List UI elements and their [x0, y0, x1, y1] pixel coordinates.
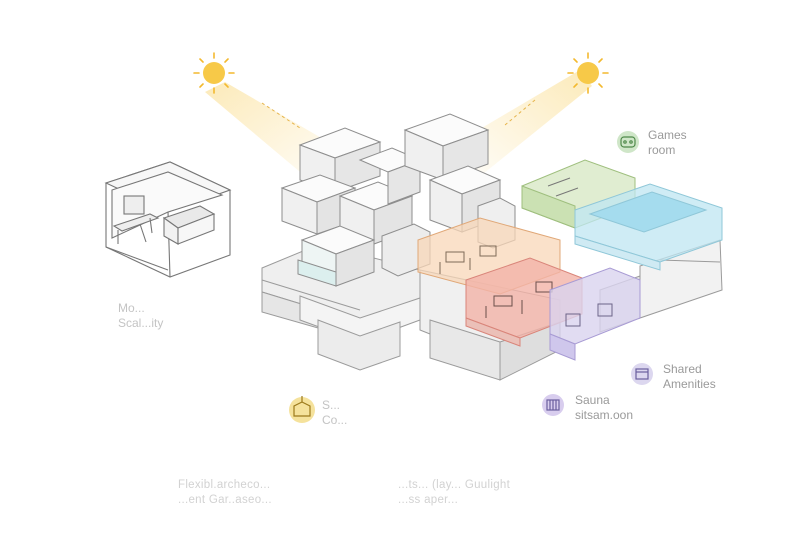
caption-right-line1: ...ts... (lay... Guulight	[398, 479, 511, 491]
courtyard-icon	[293, 396, 311, 417]
courtyard-label-line1: S...	[322, 398, 341, 412]
scalability-label-line1: Mo...	[118, 301, 145, 315]
caption-left: Flexibl.archeco... ...ent Gar..aseo...	[178, 478, 272, 508]
caption-left-line1: Flexibl.archeco...	[178, 479, 271, 491]
amenities-module	[549, 267, 641, 361]
shared-amenities-label-line2: Amenities	[663, 377, 716, 391]
shared-badge-bg	[631, 363, 653, 385]
games-room-label: Games room	[648, 128, 687, 158]
caption-left-line2: ...ent Gar..aseo...	[178, 494, 272, 506]
sun-icon	[567, 52, 609, 94]
shared-amenities-label: Shared Amenities	[663, 362, 716, 392]
sunlight-beam-right	[458, 70, 592, 178]
caption-right-line2: ...ss aper...	[398, 494, 459, 506]
games-room-label-line2: room	[648, 143, 676, 157]
shared-amenities-icon	[635, 368, 649, 380]
courtyard-label-line2: Co...	[322, 413, 348, 427]
sun-icon	[193, 52, 235, 94]
games-icon	[620, 136, 636, 148]
scalability-label: Mo... Scal...ity	[118, 301, 163, 331]
sauna-label: Sauna sitsam.oon	[575, 393, 633, 423]
shared-amenities-label-line1: Shared	[663, 362, 702, 376]
scalability-label-line2: Scal...ity	[118, 316, 164, 330]
sauna-label-line1: Sauna	[575, 393, 610, 407]
courtyard-label: S... Co...	[322, 398, 347, 428]
sauna-icon	[546, 399, 560, 411]
games-badge-bg	[617, 131, 639, 153]
sauna-label-line2: sitsam.oon	[575, 408, 634, 422]
cube-tower-right	[403, 113, 516, 249]
pool-module	[574, 183, 723, 271]
module-room-illustration	[104, 161, 232, 278]
caption-right: ...ts... (lay... Guulight ...ss aper...	[398, 478, 510, 508]
games-room-label-line1: Games	[648, 128, 687, 142]
